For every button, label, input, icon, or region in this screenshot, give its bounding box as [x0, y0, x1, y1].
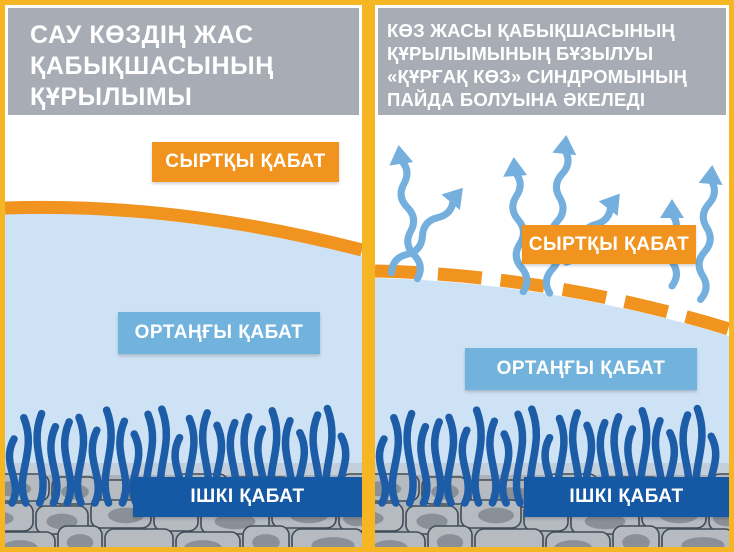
evaporation-wavy-arrow-icon [695, 165, 723, 303]
title-line: САУ КӨЗДІҢ ЖАС [30, 21, 254, 49]
healthy-eye-illustration [5, 200, 362, 547]
middle-layer-label: ОРТАҢҒЫ ҚАБАТ [465, 348, 697, 390]
panel-divider [362, 0, 375, 552]
title-line: ҚҰРЫЛЫМЫ [30, 83, 193, 111]
title-line: ҚАБЫҚШАСЫНЫҢ [30, 52, 274, 80]
title-line: ҚҰРЫЛЫМЫНЫҢ БҰЗЫЛУЫ [387, 43, 654, 64]
dry-eye-panel-title: КӨЗ ЖАСЫ ҚАБЫҚШАСЫНЫҢ ҚҰРЫЛЫМЫНЫҢ БҰЗЫЛУ… [378, 8, 726, 115]
healthy-eye-panel: САУ КӨЗДІҢ ЖАС ҚАБЫҚШАСЫНЫҢ ҚҰРЫЛЫМЫ СЫР… [5, 5, 362, 547]
middle-layer-label: ОРТАҢҒЫ ҚАБАТ [118, 312, 320, 354]
dry-eye-panel: КӨЗ ЖАСЫ ҚАБЫҚШАСЫНЫҢ ҚҰРЫЛЫМЫНЫҢ БҰЗЫЛУ… [375, 5, 729, 547]
outer-layer-label: СЫРТҚЫ ҚАБАТ [522, 225, 696, 264]
healthy-panel-title: САУ КӨЗДІҢ ЖАС ҚАБЫҚШАСЫНЫҢ ҚҰРЫЛЫМЫ [8, 8, 359, 115]
dry-eye-illustration [375, 135, 729, 547]
inner-layer-label: ІШКІ ҚАБАТ [524, 477, 729, 517]
title-line: ПАЙДА БОЛУЫНА ӘКЕЛЕДІ [387, 89, 646, 110]
outer-layer-label: СЫРТҚЫ ҚАБАТ [152, 142, 339, 182]
title-line: КӨЗ ЖАСЫ ҚАБЫҚШАСЫНЫҢ [387, 20, 675, 41]
inner-layer-label: ІШКІ ҚАБАТ [133, 477, 362, 517]
lipid-layer-line [5, 200, 362, 257]
evaporation-wavy-arrow-icon [389, 145, 424, 283]
evaporation-wavy-arrow-icon [542, 135, 577, 297]
evaporation-wavy-arrow-icon [388, 187, 463, 277]
title-line: «ҚҰРҒАҚ КӨЗ» СИНДРОМЫНЫҢ [387, 66, 688, 87]
